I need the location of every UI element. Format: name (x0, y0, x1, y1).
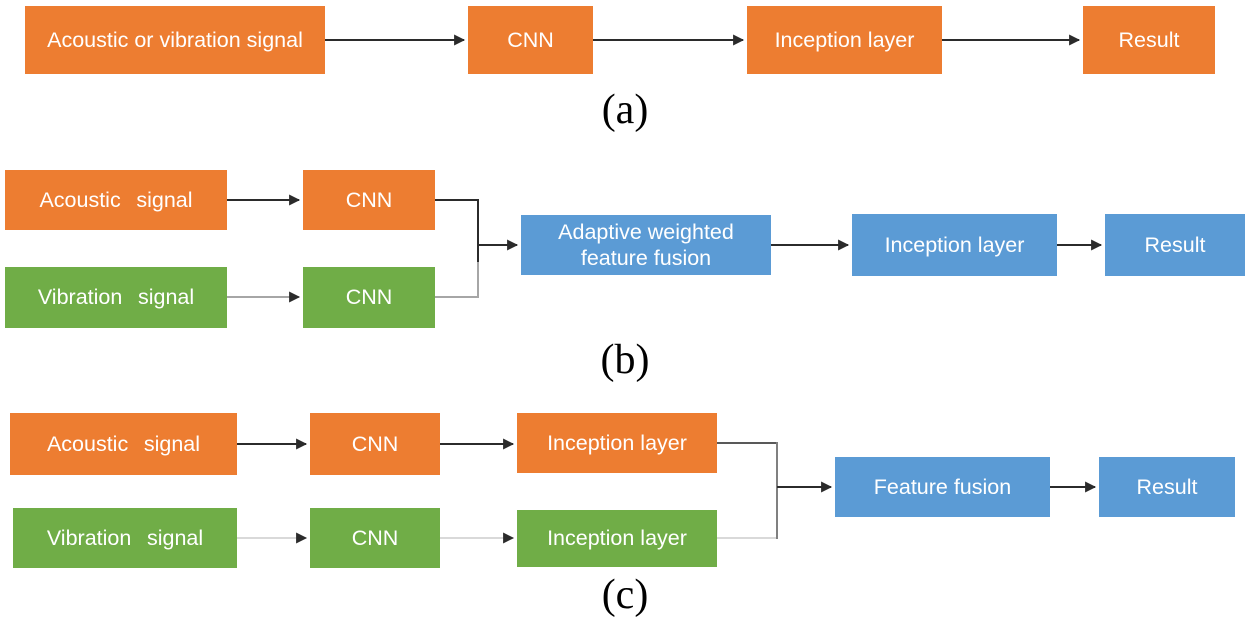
box-label: CNN (351, 525, 399, 550)
box-label: Vibration signal (37, 285, 195, 310)
box-label: Result (1144, 232, 1206, 257)
box-label: Result (1118, 27, 1180, 52)
box-inception-layer-vibration-c: Inception layer (517, 510, 717, 567)
box-result-c: Result (1099, 457, 1235, 517)
box-vibration-signal-b: Vibration signal (5, 267, 227, 328)
box-feature-fusion: Feature fusion (835, 457, 1050, 517)
box-result-a: Result (1083, 6, 1215, 74)
box-adaptive-weighted-feature-fusion: Adaptive weighted feature fusion (521, 215, 771, 275)
caption-a: (a) (601, 87, 649, 133)
box-label: CNN (351, 431, 399, 456)
box-inception-layer-acoustic-c: Inception layer (517, 413, 717, 473)
box-label: Inception layer (774, 27, 915, 52)
box-label: Acoustic signal (46, 431, 201, 456)
box-label: CNN (507, 27, 554, 52)
box-label: Acoustic signal (39, 187, 193, 212)
box-cnn-vibration-c: CNN (310, 508, 440, 568)
box-label: CNN (345, 187, 393, 212)
box-label: CNN (345, 285, 393, 310)
box-inception-layer-a: Inception layer (747, 6, 942, 74)
caption-c: (c) (601, 572, 649, 618)
box-acoustic-signal-c: Acoustic signal (10, 413, 237, 475)
box-label: Inception layer (884, 232, 1025, 257)
box-cnn-vibration-b: CNN (303, 267, 435, 328)
box-cnn-acoustic-b: CNN (303, 170, 435, 230)
box-label: Result (1136, 474, 1198, 499)
box-label: Vibration signal (46, 525, 204, 550)
box-vibration-signal-c: Vibration signal (13, 508, 237, 568)
box-label: Feature fusion (873, 474, 1012, 499)
box-label: Inception layer (547, 430, 687, 455)
box-label: Inception layer (547, 526, 687, 551)
box-cnn-a: CNN (468, 6, 593, 74)
box-acoustic-signal-b: Acoustic signal (5, 170, 227, 230)
box-label: Adaptive weighted feature fusion (558, 219, 734, 270)
box-acoustic-or-vibration-signal: Acoustic or vibration signal (25, 6, 325, 74)
box-cnn-acoustic-c: CNN (310, 413, 440, 475)
box-inception-layer-b: Inception layer (852, 214, 1057, 276)
caption-b: (b) (600, 337, 650, 383)
box-label: Acoustic or vibration signal (47, 27, 303, 52)
box-result-b: Result (1105, 214, 1245, 276)
